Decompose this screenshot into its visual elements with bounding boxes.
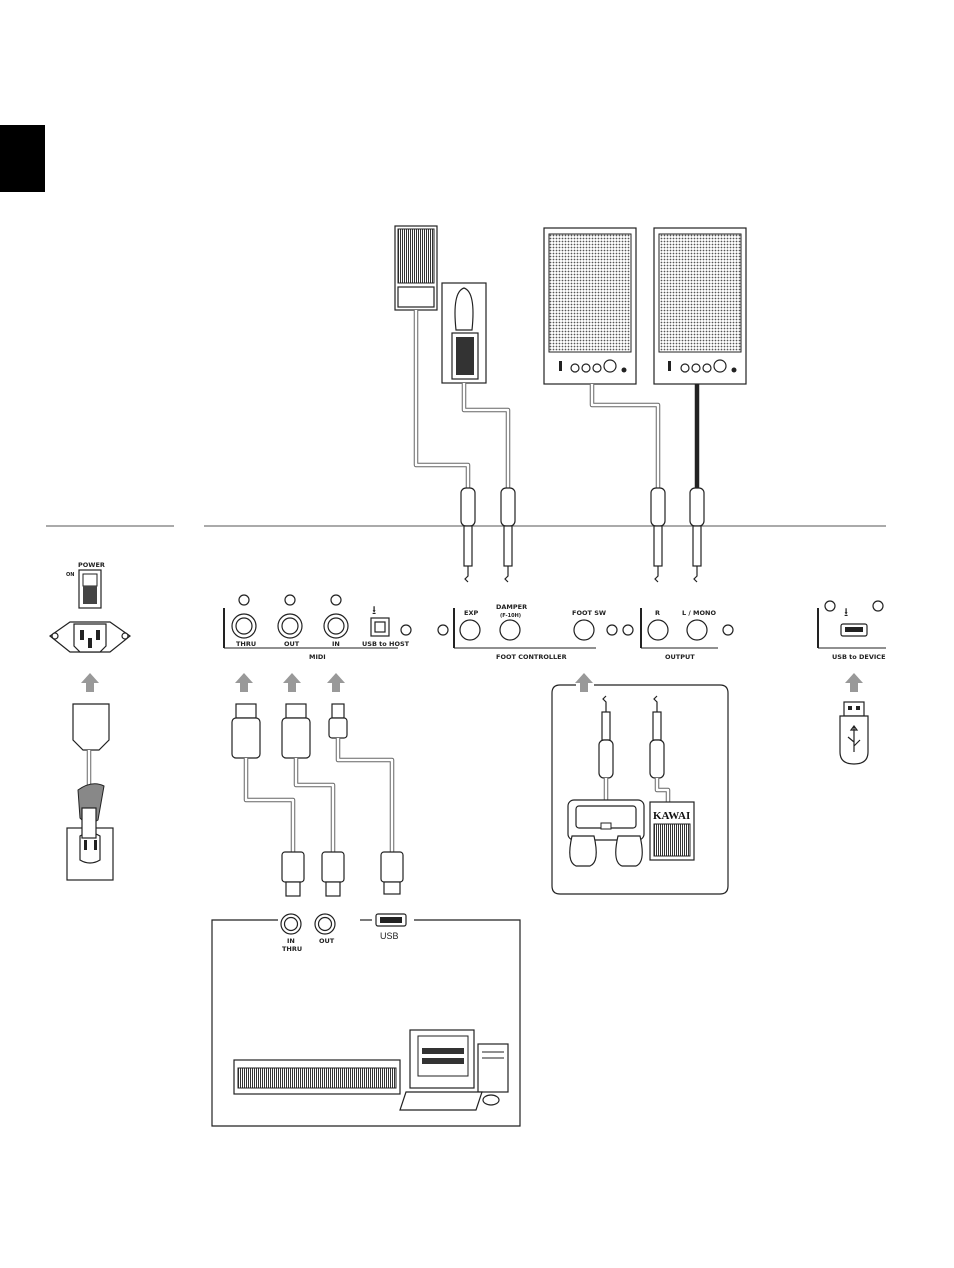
device-thru-label: THRU xyxy=(282,945,302,953)
speaker-icon xyxy=(653,227,747,385)
arrow-up-icon xyxy=(575,673,593,692)
language-tab xyxy=(0,125,45,192)
external-device-box: IN THRU OUT USB xyxy=(211,913,521,1127)
usb-to-device-panel: ⭳ USB to DEVICE xyxy=(817,600,886,661)
foot-sw-label: FOOT SW xyxy=(572,609,606,617)
arrow-up-icon xyxy=(283,673,301,692)
jack-plug-icon xyxy=(689,487,705,583)
jack-plug-icon xyxy=(598,695,614,800)
jack-plug-icon xyxy=(500,487,516,583)
output-r-jack[interactable] xyxy=(647,619,669,641)
output-l-mono-label: L / MONO xyxy=(682,609,716,617)
output-panel: R L / MONO OUTPUT xyxy=(622,608,734,661)
midi-cable-icon xyxy=(281,703,345,897)
damper-jack[interactable] xyxy=(499,619,521,641)
midi-thru-port[interactable] xyxy=(231,613,257,639)
arrow-up-icon xyxy=(81,673,99,692)
keyboard-icon xyxy=(233,1059,401,1095)
midi-cable-icon xyxy=(231,703,305,897)
power-label: POWER xyxy=(78,561,105,569)
speaker-icon xyxy=(543,227,637,385)
pedal-unit-box: KAWAI xyxy=(551,684,729,895)
device-in-label: IN xyxy=(287,937,295,945)
usb-to-host-label: USB to HOST xyxy=(362,640,410,648)
damper-sub-label: (F-10H) xyxy=(500,613,521,619)
foot-switch-icon xyxy=(441,282,487,384)
output-group-label: OUTPUT xyxy=(665,653,695,661)
midi-group-label: MIDI xyxy=(309,653,326,661)
arrow-up-icon xyxy=(845,673,863,692)
output-l-mono-jack[interactable] xyxy=(686,619,708,641)
output-r-label: R xyxy=(655,609,660,617)
power-cord-icon xyxy=(72,703,110,790)
device-out-label: OUT xyxy=(319,937,335,945)
usb-to-device-label: USB to DEVICE xyxy=(832,653,886,661)
power-socket-icon xyxy=(48,621,132,653)
foot-switch-icon: KAWAI xyxy=(649,801,695,861)
pedal-icon xyxy=(567,799,645,867)
usb-to-device-port[interactable] xyxy=(840,623,868,637)
foot-sw-jack[interactable] xyxy=(573,619,595,641)
wall-outlet-icon xyxy=(66,783,114,881)
usb-icon: ⭳ xyxy=(372,603,376,617)
midi-in-port[interactable] xyxy=(323,613,349,639)
exp-label: EXP xyxy=(464,609,478,617)
midi-thru-label: THRU xyxy=(236,640,256,648)
foot-controller-label: FOOT CONTROLLER xyxy=(496,653,567,661)
exp-jack[interactable] xyxy=(459,619,481,641)
usb-to-host-port[interactable] xyxy=(370,617,390,637)
device-usb-label: USB xyxy=(380,931,399,941)
jack-plug-icon xyxy=(649,695,671,802)
midi-out-label: OUT xyxy=(284,640,300,648)
jack-plug-icon xyxy=(460,487,476,583)
on-label: ON xyxy=(66,572,74,578)
pedal-brand-label: KAWAI xyxy=(653,810,690,822)
midi-panel: ⭳ THRU OUT IN USB to HOST MIDI xyxy=(223,594,412,661)
arrow-up-icon xyxy=(235,673,253,692)
usb-icon: ⭳ xyxy=(844,605,848,619)
midi-out-port[interactable] xyxy=(277,613,303,639)
usb-cable-icon xyxy=(328,703,404,895)
jack-plug-icon xyxy=(650,487,666,583)
damper-label: DAMPER xyxy=(496,603,527,611)
expression-pedal-icon xyxy=(394,225,438,311)
computer-icon xyxy=(399,1029,509,1111)
midi-in-label: IN xyxy=(332,640,340,648)
foot-controller-panel: EXP DAMPER (F-10H) FOOT SW FOOT CONTROLL… xyxy=(437,603,618,661)
usb-flash-drive-icon xyxy=(839,701,869,765)
power-switch: POWER ON xyxy=(66,561,105,609)
arrow-up-icon xyxy=(327,673,345,692)
